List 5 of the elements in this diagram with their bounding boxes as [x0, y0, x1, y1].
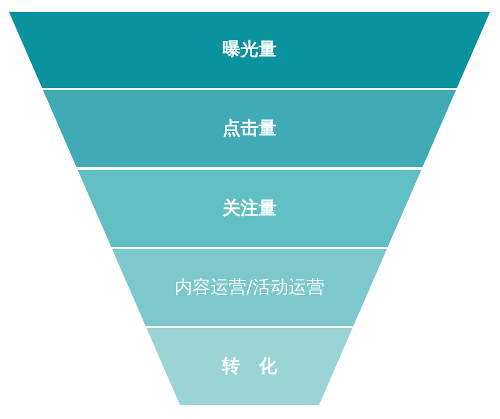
band-label: 内容运营/活动运营: [174, 276, 325, 298]
band-label: 曝光量: [222, 39, 276, 61]
band-label: 点击量: [222, 118, 276, 140]
band-label: 转 化: [222, 356, 277, 378]
band-label: 关注量: [222, 198, 276, 220]
